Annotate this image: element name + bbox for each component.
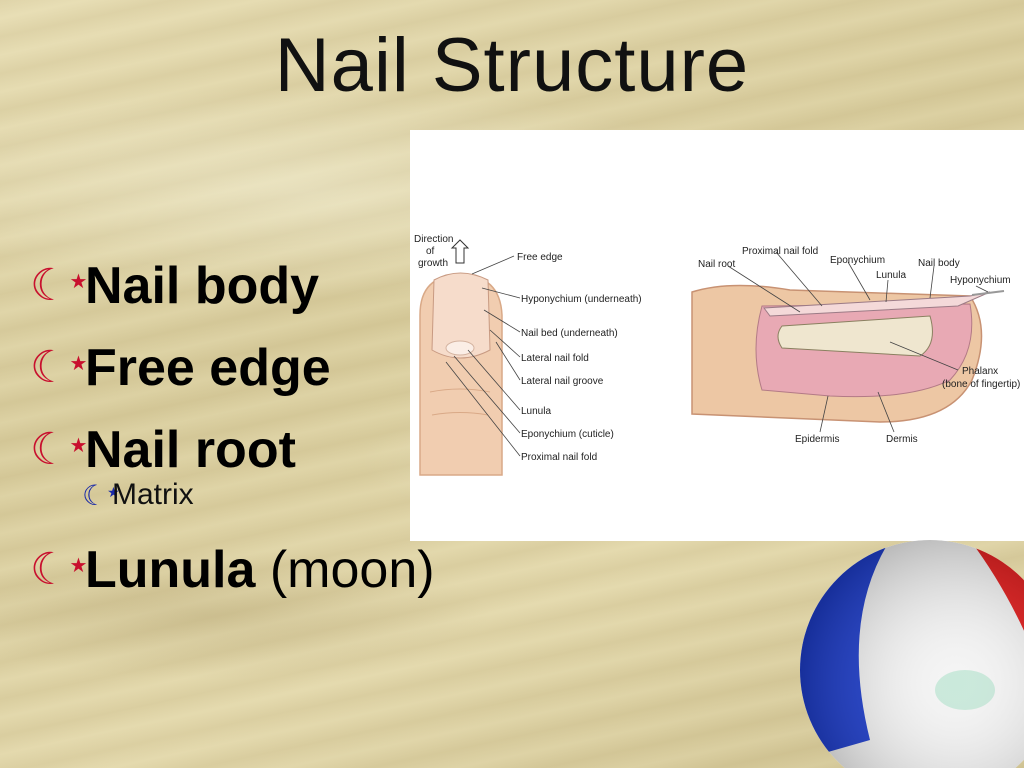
label-phalanx: Phalanx	[962, 366, 998, 377]
slide-title: Nail Structure	[274, 23, 750, 108]
label-free-edge: Free edge	[517, 252, 563, 263]
beach-ball-image	[800, 540, 1024, 768]
label-proximal-fold: Proximal nail fold	[521, 452, 597, 463]
label-lateral-fold: Lateral nail fold	[521, 353, 589, 364]
label-nail-bed: Nail bed (underneath)	[521, 328, 618, 339]
bullet-label: Nail body	[85, 257, 320, 315]
label-lunula: Lunula	[521, 406, 551, 417]
label-lunula-section: Lunula	[876, 270, 906, 281]
label-phalanx-desc: (bone of fingertip)	[942, 379, 1020, 390]
arrow-up-icon	[450, 239, 470, 264]
label-eponychium: Eponychium	[830, 255, 885, 266]
label-direction: Direction	[414, 234, 453, 245]
label-proximal-fold-section: Proximal nail fold	[742, 246, 818, 257]
crescent-star-icon: ☾★	[30, 424, 88, 475]
label-lateral-groove: Lateral nail groove	[521, 376, 604, 387]
bullet-label: Free edge	[85, 339, 331, 397]
bullet-label: Nail root	[85, 421, 296, 479]
sub-bullet-matrix: ☾★ Matrix	[82, 475, 435, 515]
bullet-nail-body: ☾★ Nail body	[30, 245, 435, 327]
label-of: of	[426, 246, 435, 257]
label-nail-root: Nail root	[698, 259, 735, 270]
label-growth: growth	[418, 258, 448, 269]
bullet-lunula: ☾★ Lunula (moon)	[30, 529, 435, 611]
finger-cross-section	[691, 284, 1005, 423]
label-hyponychium-section: Hyponychium	[950, 275, 1011, 286]
label-dermis: Dermis	[886, 434, 918, 445]
label-nail-body: Nail body	[918, 258, 960, 269]
bullet-nail-root: ☾★ Nail root	[30, 409, 435, 491]
finger-top-view	[419, 272, 503, 476]
bullet-free-edge: ☾★ Free edge	[30, 327, 435, 409]
crescent-star-icon: ☾★	[30, 260, 88, 311]
nail-anatomy-figure: Direction of growth Free edge Hyponychiu…	[410, 130, 1024, 541]
label-hyponychium: Hyponychium (underneath)	[521, 294, 642, 305]
crescent-star-icon: ☾★	[82, 478, 120, 512]
bullet-suffix: (moon)	[255, 541, 435, 599]
bullet-list: ☾★ Nail body ☾★ Free edge ☾★ Nail root ☾…	[30, 245, 435, 611]
label-epidermis: Epidermis	[795, 434, 839, 445]
sub-bullet-label: Matrix	[112, 478, 194, 511]
crescent-star-icon: ☾★	[30, 342, 88, 393]
bullet-label: Lunula (moon)	[85, 541, 435, 599]
crescent-star-icon: ☾★	[30, 544, 88, 595]
label-eponychium-cuticle: Eponychium (cuticle)	[521, 429, 614, 440]
